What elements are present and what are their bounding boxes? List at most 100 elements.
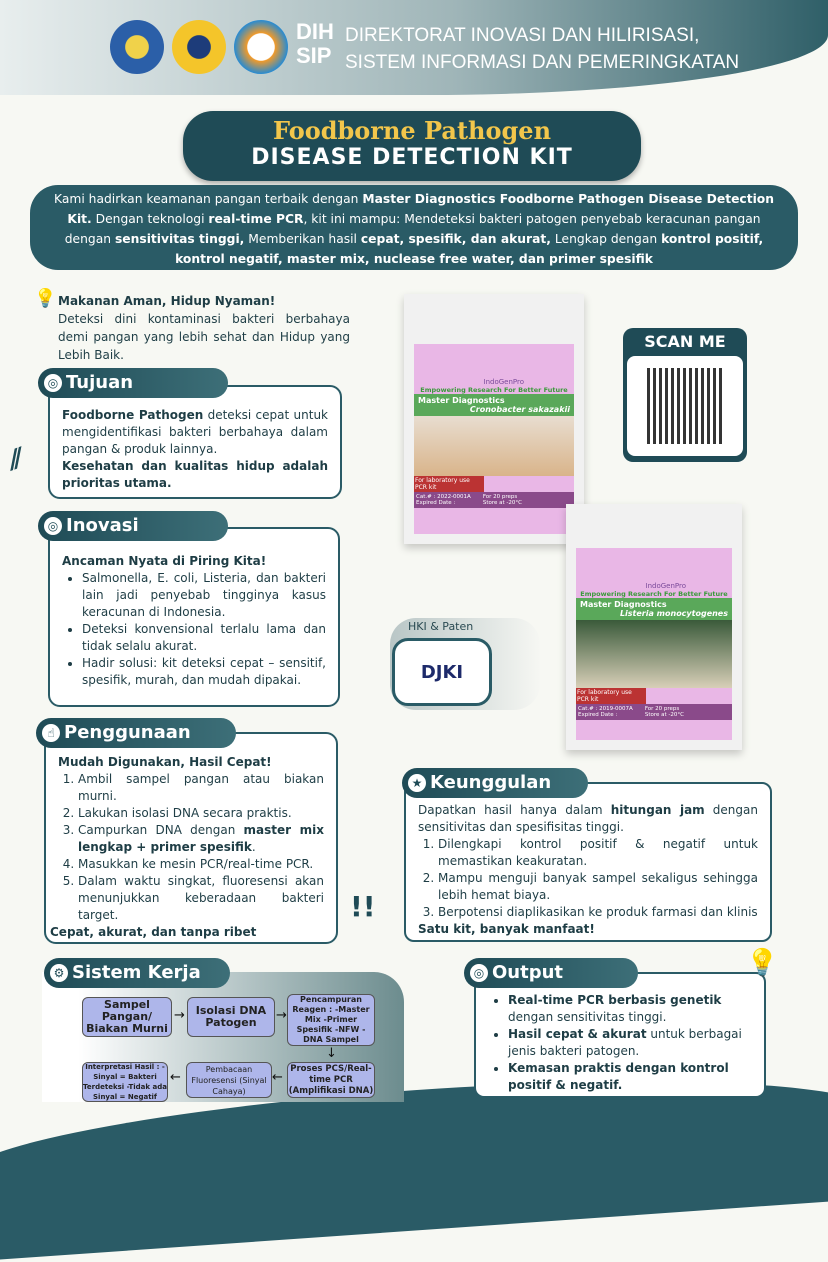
list-item: Berpotensi diaplikasikan ke produk farma… — [438, 904, 758, 921]
flow-step-2: Isolasi DNA Patogen — [187, 997, 275, 1037]
penggunaan-heading: ☝Penggunaan — [36, 718, 236, 748]
tujuan-priority: Kesehatan dan kualitas hidup adalah prio… — [62, 459, 328, 490]
product-label: IndoGenPro Empowering Research For Bette… — [414, 344, 574, 534]
output-bold: Hasil cepat & akurat — [508, 1027, 647, 1041]
org-line-2: SISTEM INFORMASI DAN PEMERINGKATAN — [345, 52, 740, 73]
keunggulan-text: dengan sensitivitas dan spesifisitas tin… — [418, 803, 758, 834]
djki-logo-text: DJKI — [420, 661, 464, 683]
product-store: Store at -20°C — [482, 500, 522, 506]
dih-logo: DIH SIP — [296, 19, 334, 68]
list-item: Campurkan DNA dengan master mix lengkap … — [78, 822, 324, 856]
penggunaan-footer: Cepat, akurat, dan tanpa ribet — [50, 925, 257, 939]
arrow-down-icon: ↓ — [326, 1046, 337, 1061]
sistem-kerja-heading: ⚙Sistem Kerja — [44, 958, 230, 988]
step-text: Campurkan DNA dengan — [78, 823, 244, 837]
product-photo — [414, 416, 574, 476]
list-item: Dilengkapi kontrol positif & negatif unt… — [438, 836, 758, 870]
sistem-kerja-panel: Sampel Pangan/ Biakan Murni → Isolasi DN… — [42, 972, 404, 1102]
output-bold: Real-time PCR berbasis genetik — [508, 993, 722, 1007]
arrow-left-icon: ← — [272, 1070, 283, 1085]
product-cat: Cat.# : 2019-0007A — [578, 706, 633, 712]
output-bold: Kemasan praktis dengan kontrol positif &… — [508, 1061, 729, 1092]
title-line-1: Foodborne Pathogen — [272, 116, 552, 145]
output-box: Real-time PCR berbasis genetik dengan se… — [474, 972, 766, 1098]
product-slogan: Empowering Research For Better Future — [420, 386, 568, 394]
step-bold: master mix lengkap + primer spesifik — [78, 823, 325, 854]
tujuan-heading: ◎Tujuan — [38, 368, 228, 398]
target-icon: ◎ — [470, 964, 488, 982]
sistem-kerja-heading-text: Sistem Kerja — [72, 962, 201, 983]
product-expired: Expired Date : — [578, 712, 618, 718]
product-cat: Cat.# : 2022-0001A — [416, 494, 471, 500]
hand-icon: ☝ — [42, 724, 60, 742]
tut-wuri-handayani-logo — [110, 20, 164, 74]
tagline-title: Makanan Aman, Hidup Nyaman! — [58, 294, 276, 308]
product-preps: For 20 preps — [482, 494, 518, 500]
intro-bold: Master Diagnostics Foodborne Pathogen Di… — [67, 192, 775, 226]
keunggulan-heading: ★Keunggulan — [402, 768, 588, 798]
list-item: Hasil cepat & akurat untuk berbagai jeni… — [508, 1026, 752, 1060]
penggunaan-heading-text: Penggunaan — [64, 722, 191, 743]
qr-code[interactable] — [627, 356, 743, 456]
product-photo — [576, 620, 732, 688]
inovasi-heading: ◎Inovasi — [38, 511, 228, 541]
tagline: Makanan Aman, Hidup Nyaman! Deteksi dini… — [58, 292, 350, 364]
tujuan-heading-text: Tujuan — [66, 372, 134, 393]
tujuan-box: Foodborne Pathogen deteksi cepat untuk m… — [48, 385, 342, 499]
penggunaan-box: Mudah Digunakan, Hasil Cepat! Ambil samp… — [44, 732, 338, 944]
output-heading: ◎Output — [464, 958, 638, 988]
title-line-2: DISEASE DETECTION KIT — [251, 145, 573, 170]
emphasis-marks-icon: ⁄⁄ — [7, 444, 26, 476]
flow-step-5: Pembacaan Fluoresensi (Sinyal Cahaya) — [186, 1062, 272, 1098]
list-item: Salmonella, E. coli, Listeria, dan bakte… — [82, 570, 326, 621]
arrow-left-icon: ← — [170, 1070, 181, 1085]
product-use: For laboratory use PCR kit — [576, 688, 646, 704]
star-icon: ★ — [408, 774, 426, 792]
intro-bold: sensitivitas tinggi, — [114, 232, 245, 246]
list-item: Ambil sampel pangan atau biakan murni. — [78, 771, 324, 805]
arrow-right-icon: → — [174, 1008, 185, 1023]
product-use: For laboratory use PCR kit — [414, 476, 484, 492]
product-expired: Expired Date : — [416, 500, 456, 506]
flow-step-1: Sampel Pangan/ Biakan Murni — [82, 997, 172, 1037]
list-item: Dalam waktu singkat, fluoresensi akan me… — [78, 873, 324, 924]
list-item: Deteksi konvensional terlalu lama dan ti… — [82, 621, 326, 655]
product-name: Master Diagnostics — [580, 600, 667, 609]
intro-text: , kit ini mampu: Mendeteksi bakteri pato… — [64, 212, 761, 246]
product-species: Cronobacter sakazakii — [469, 405, 570, 414]
product-preps: For 20 preps — [644, 706, 680, 712]
product-package-cronobacter: IndoGenPro Empowering Research For Bette… — [404, 294, 584, 544]
flow-step-4: Proses PCS/Real-time PCR (Amplifikasi DN… — [287, 1062, 375, 1098]
keunggulan-heading-text: Keunggulan — [430, 772, 552, 793]
scan-me-card[interactable]: SCAN ME — [623, 328, 747, 462]
keunggulan-bold: hitungan jam — [610, 803, 705, 817]
tujuan-text: deteksi cepat untuk mengidentifikasi bak… — [62, 408, 328, 456]
flow-step-3: Pencampuran Reagen : -Master Mix -Primer… — [287, 994, 375, 1046]
org-line-1: DIREKTORAT INOVASI DAN HILIRISASI, — [345, 25, 700, 46]
penggunaan-subtitle: Mudah Digunakan, Hasil Cepat! — [58, 755, 272, 769]
product-name: Master Diagnostics — [418, 396, 505, 405]
target-icon: ◎ — [44, 517, 62, 535]
lightbulb-exclamation-icon: 💡 — [746, 948, 779, 978]
list-item: Kemasan praktis dengan kontrol positif &… — [508, 1060, 752, 1094]
list-item: Lakukan isolasi DNA secara praktis. — [78, 805, 324, 822]
intro-box: Kami hadirkan keamanan pangan terbaik de… — [30, 185, 798, 270]
brand-name: IndoGenPro — [645, 582, 687, 590]
target-icon: ◎ — [44, 374, 62, 392]
list-item: Masukkan ke mesin PCR/real-time PCR. — [78, 856, 324, 873]
hki-label: HKI & Paten — [408, 620, 474, 633]
keunggulan-box: Dapatkan hasil hanya dalam hitungan jam … — [404, 782, 772, 942]
intro-text: Dengan teknologi — [91, 212, 209, 226]
product-label: IndoGenPro Empowering Research For Bette… — [576, 548, 732, 740]
product-package-listeria: IndoGenPro Empowering Research For Bette… — [566, 504, 742, 750]
intro-text: Lengkap dengan — [550, 232, 662, 246]
inovasi-subtitle: Ancaman Nyata di Piring Kita! — [62, 554, 267, 568]
scan-me-label: SCAN ME — [644, 332, 726, 351]
gear-icon: ⚙ — [50, 964, 68, 982]
flow-step-6: Interpretasi Hasil : -Sinyal = Bakteri T… — [82, 1062, 168, 1102]
output-text: dengan sensitivitas tinggi. — [508, 1010, 667, 1024]
qr-code-icon — [647, 368, 723, 444]
